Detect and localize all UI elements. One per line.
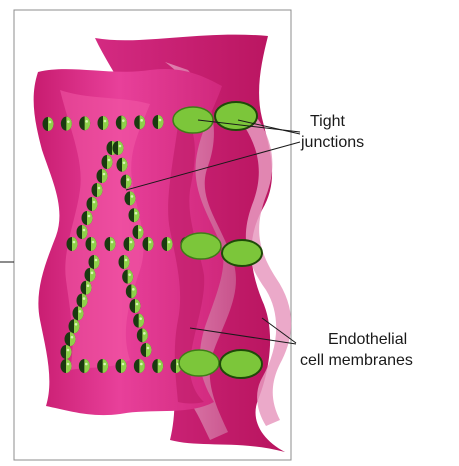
label-endothelial: Endothelial xyxy=(328,330,407,349)
green-marker xyxy=(122,270,133,284)
green-marker xyxy=(116,359,127,373)
green-marker xyxy=(125,191,136,205)
green-marker xyxy=(43,117,54,131)
label-tight: Tight xyxy=(310,112,345,131)
junction-ellipse xyxy=(181,233,221,259)
green-marker xyxy=(133,314,144,328)
green-marker xyxy=(129,208,140,222)
green-marker xyxy=(87,197,98,211)
green-marker xyxy=(162,237,173,251)
green-marker xyxy=(77,294,88,308)
junction-ellipse xyxy=(222,240,262,266)
junction-ellipse xyxy=(179,350,219,376)
green-marker xyxy=(130,299,141,313)
green-marker xyxy=(82,211,93,225)
green-marker xyxy=(77,225,88,239)
label-cell-membranes: cell membranes xyxy=(300,351,413,370)
green-marker xyxy=(124,237,135,251)
green-marker xyxy=(97,359,108,373)
green-marker xyxy=(133,225,144,239)
green-marker xyxy=(89,255,100,269)
green-marker xyxy=(81,281,92,295)
green-marker xyxy=(143,237,154,251)
green-marker xyxy=(134,359,145,373)
green-marker xyxy=(79,116,90,130)
green-marker xyxy=(65,332,76,346)
green-marker xyxy=(102,155,113,169)
green-marker xyxy=(73,306,84,320)
green-marker xyxy=(61,117,72,131)
green-marker xyxy=(152,359,163,373)
green-marker xyxy=(141,343,152,357)
green-marker xyxy=(119,255,130,269)
green-marker xyxy=(105,237,116,251)
junction-ellipse xyxy=(220,350,262,378)
green-marker xyxy=(153,115,164,129)
green-marker xyxy=(126,284,137,298)
green-marker xyxy=(113,141,124,155)
label-edge-fragment: al xyxy=(0,300,10,319)
green-marker xyxy=(97,169,108,183)
green-marker xyxy=(92,183,103,197)
green-marker xyxy=(98,116,109,130)
green-marker xyxy=(117,158,128,172)
label-junctions: junctions xyxy=(301,133,364,152)
green-marker xyxy=(79,359,90,373)
junction-ellipse xyxy=(173,107,213,133)
green-marker xyxy=(85,268,96,282)
green-marker xyxy=(137,328,148,342)
green-marker xyxy=(86,237,97,251)
green-marker xyxy=(121,175,132,189)
green-marker xyxy=(61,345,72,359)
green-marker xyxy=(134,115,145,129)
green-marker xyxy=(67,237,78,251)
green-marker xyxy=(116,116,127,130)
green-marker xyxy=(69,319,80,333)
green-marker xyxy=(61,359,72,373)
